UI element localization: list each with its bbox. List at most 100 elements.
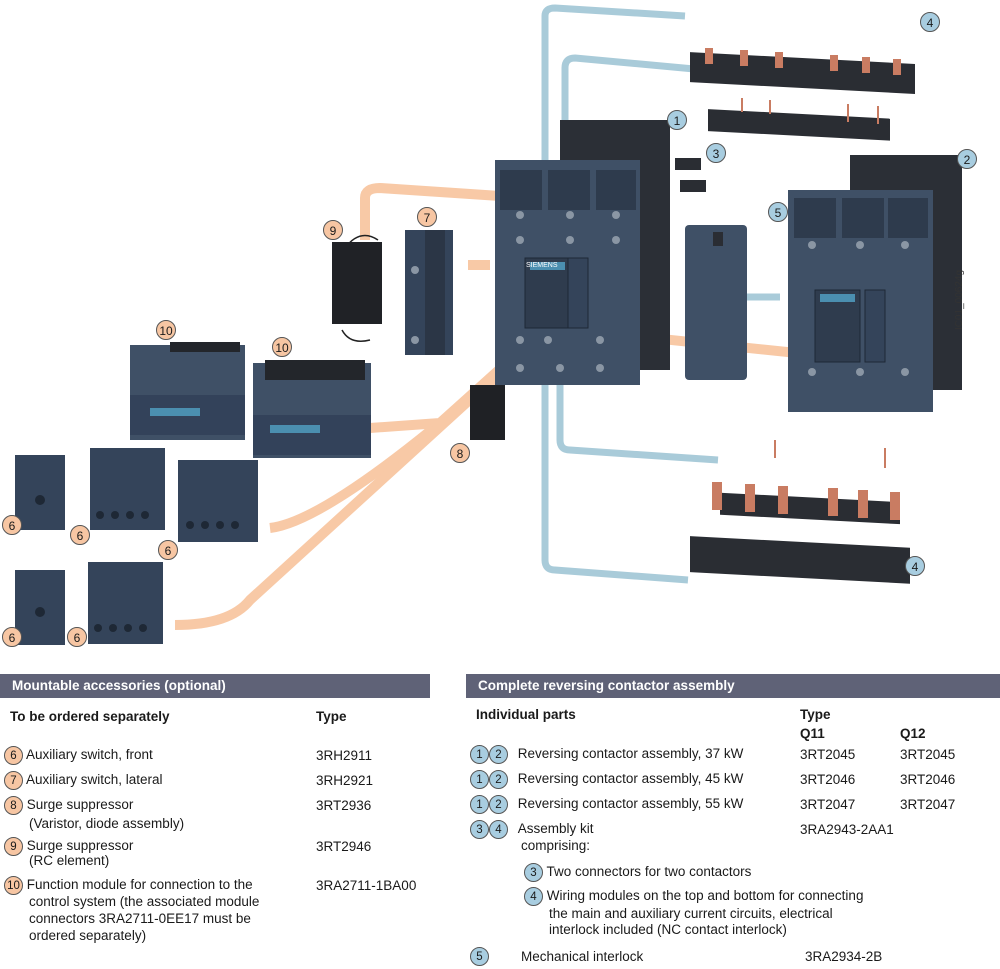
left-row-9: 9 Surge suppressor: [4, 837, 133, 856]
row-number: 2: [489, 770, 508, 789]
right-row-interlock: Mechanical interlock: [521, 949, 644, 964]
row-label: Function module for connection to the: [26, 877, 253, 893]
row-number: 4: [489, 820, 508, 839]
varistor-suppressor: [470, 385, 505, 440]
right-col-item: Individual parts: [476, 707, 576, 722]
row-number: 2: [489, 795, 508, 814]
right-row-assembly-kit-type: 3RA2943-2AA1: [800, 822, 894, 837]
right-sub-wiring-line3: interlock included (NC contact interlock…: [549, 922, 787, 937]
left-row-8-type: 3RT2936: [316, 798, 372, 813]
row-label: Wiring modules on the top and bottom for…: [546, 888, 864, 904]
left-row-6: 6 Auxiliary switch, front: [4, 746, 153, 765]
left-row-9-line2: (RC element): [29, 853, 110, 868]
callout-9: 9: [323, 220, 343, 240]
left-row-10-type: 3RA2711-1BA00: [316, 878, 417, 893]
right-row-37kw-q11: 3RT2045: [800, 747, 856, 762]
callout-3: 3: [706, 143, 726, 163]
callout-4-bottom: 4: [905, 556, 925, 576]
left-row-6-type: 3RH2911: [316, 748, 373, 763]
left-row-10-line2: control system (the associated module: [29, 894, 260, 909]
mountable-accessories-header: Mountable accessories (optional): [0, 674, 430, 698]
left-row-10-line4: ordered separately): [29, 928, 147, 943]
right-row-interlock-num: 5: [470, 947, 489, 966]
right-row-37kw-q12: 3RT2045: [900, 747, 956, 762]
callout-6-c: 6: [158, 540, 178, 560]
callout-5: 5: [768, 202, 788, 222]
callout-7: 7: [417, 207, 437, 227]
right-col-type: Type: [800, 707, 831, 722]
row-number: 1: [470, 795, 489, 814]
contactor-q11: [495, 120, 670, 385]
callout-6-a: 6: [2, 515, 22, 535]
left-col-item: To be ordered separately: [10, 709, 170, 724]
callout-4-top: 4: [920, 12, 940, 32]
row-label: Assembly kit: [517, 821, 594, 837]
reversing-assembly-header: Complete reversing contactor assembly: [466, 674, 1000, 698]
lateral-aux-switch: [405, 230, 453, 355]
row-label: Reversing contactor assembly, 45 kW: [517, 771, 744, 787]
image-code: IC01_00624g: [954, 269, 965, 330]
left-row-10: 10 Function module for connection to the: [4, 876, 253, 895]
top-wiring-module: [690, 48, 915, 141]
right-row-interlock-type: 3RA2934-2B: [805, 949, 883, 964]
right-sub-wiring-line2: the main and auxiliary current circuits,…: [549, 906, 833, 921]
left-row-10-line3: connectors 3RA2711-0EE17 must be: [29, 911, 251, 926]
blue-link-bands: [541, 4, 780, 584]
right-row-45kw-q12: 3RT2046: [900, 772, 956, 787]
connectors: [675, 158, 706, 192]
row-number: 3: [470, 820, 489, 839]
manufacturer-label: SIEMENS: [526, 262, 558, 269]
left-row-7-type: 3RH2921: [316, 773, 374, 788]
function-module-2: [253, 360, 371, 458]
mechanical-interlock: [685, 225, 747, 380]
rc-surge-suppressor: [332, 234, 382, 342]
function-module-1: [130, 342, 245, 440]
row-label: Auxiliary switch, lateral: [26, 772, 163, 788]
callout-8: 8: [450, 443, 470, 463]
row-number: 2: [489, 745, 508, 764]
callout-10-b: 10: [272, 337, 292, 357]
exploded-assembly-diagram: [15, 4, 962, 645]
row-number: 5: [470, 947, 489, 966]
callout-6-b: 6: [70, 525, 90, 545]
callout-1: 1: [667, 110, 687, 130]
callout-2: 2: [957, 149, 977, 169]
row-label: Two connectors for two contactors: [546, 864, 752, 880]
row-number: 3: [524, 863, 543, 882]
row-label: Reversing contactor assembly, 55 kW: [517, 796, 744, 812]
bottom-wiring-module: [690, 440, 910, 584]
row-label: Auxiliary switch, front: [26, 747, 153, 763]
right-col-q11: Q11: [800, 726, 825, 741]
right-row-55kw-q11: 3RT2047: [800, 797, 856, 812]
row-number: 9: [4, 837, 23, 856]
row-number: 7: [4, 771, 23, 790]
row-number: 4: [524, 887, 543, 906]
contactor-q12: [788, 155, 962, 412]
callout-6-e: 6: [67, 627, 87, 647]
right-sub-connectors: 3 Two connectors for two contactors: [524, 863, 751, 882]
right-row-assembly-kit-line2: comprising:: [521, 838, 591, 853]
row-number: 1: [470, 770, 489, 789]
right-col-q12: Q12: [900, 726, 926, 741]
row-label: Reversing contactor assembly, 37 kW: [517, 746, 744, 762]
left-row-8-line2: (Varistor, diode assembly): [29, 816, 185, 831]
callout-6-d: 6: [2, 627, 22, 647]
row-number: 10: [4, 876, 23, 895]
right-sub-wiring: 4 Wiring modules on the top and bottom f…: [524, 887, 863, 906]
row-number: 8: [4, 796, 23, 815]
row-label: Surge suppressor: [26, 838, 134, 854]
left-row-9-type: 3RT2946: [316, 839, 372, 854]
right-row-55kw-q12: 3RT2047: [900, 797, 956, 812]
row-number: 1: [470, 745, 489, 764]
row-label: Surge suppressor: [26, 797, 134, 813]
row-number: 6: [4, 746, 23, 765]
left-row-7: 7 Auxiliary switch, lateral: [4, 771, 163, 790]
left-col-type: Type: [316, 709, 347, 724]
left-row-8: 8 Surge suppressor: [4, 796, 133, 815]
right-row-45kw-q11: 3RT2046: [800, 772, 856, 787]
callout-10-a: 10: [156, 320, 176, 340]
